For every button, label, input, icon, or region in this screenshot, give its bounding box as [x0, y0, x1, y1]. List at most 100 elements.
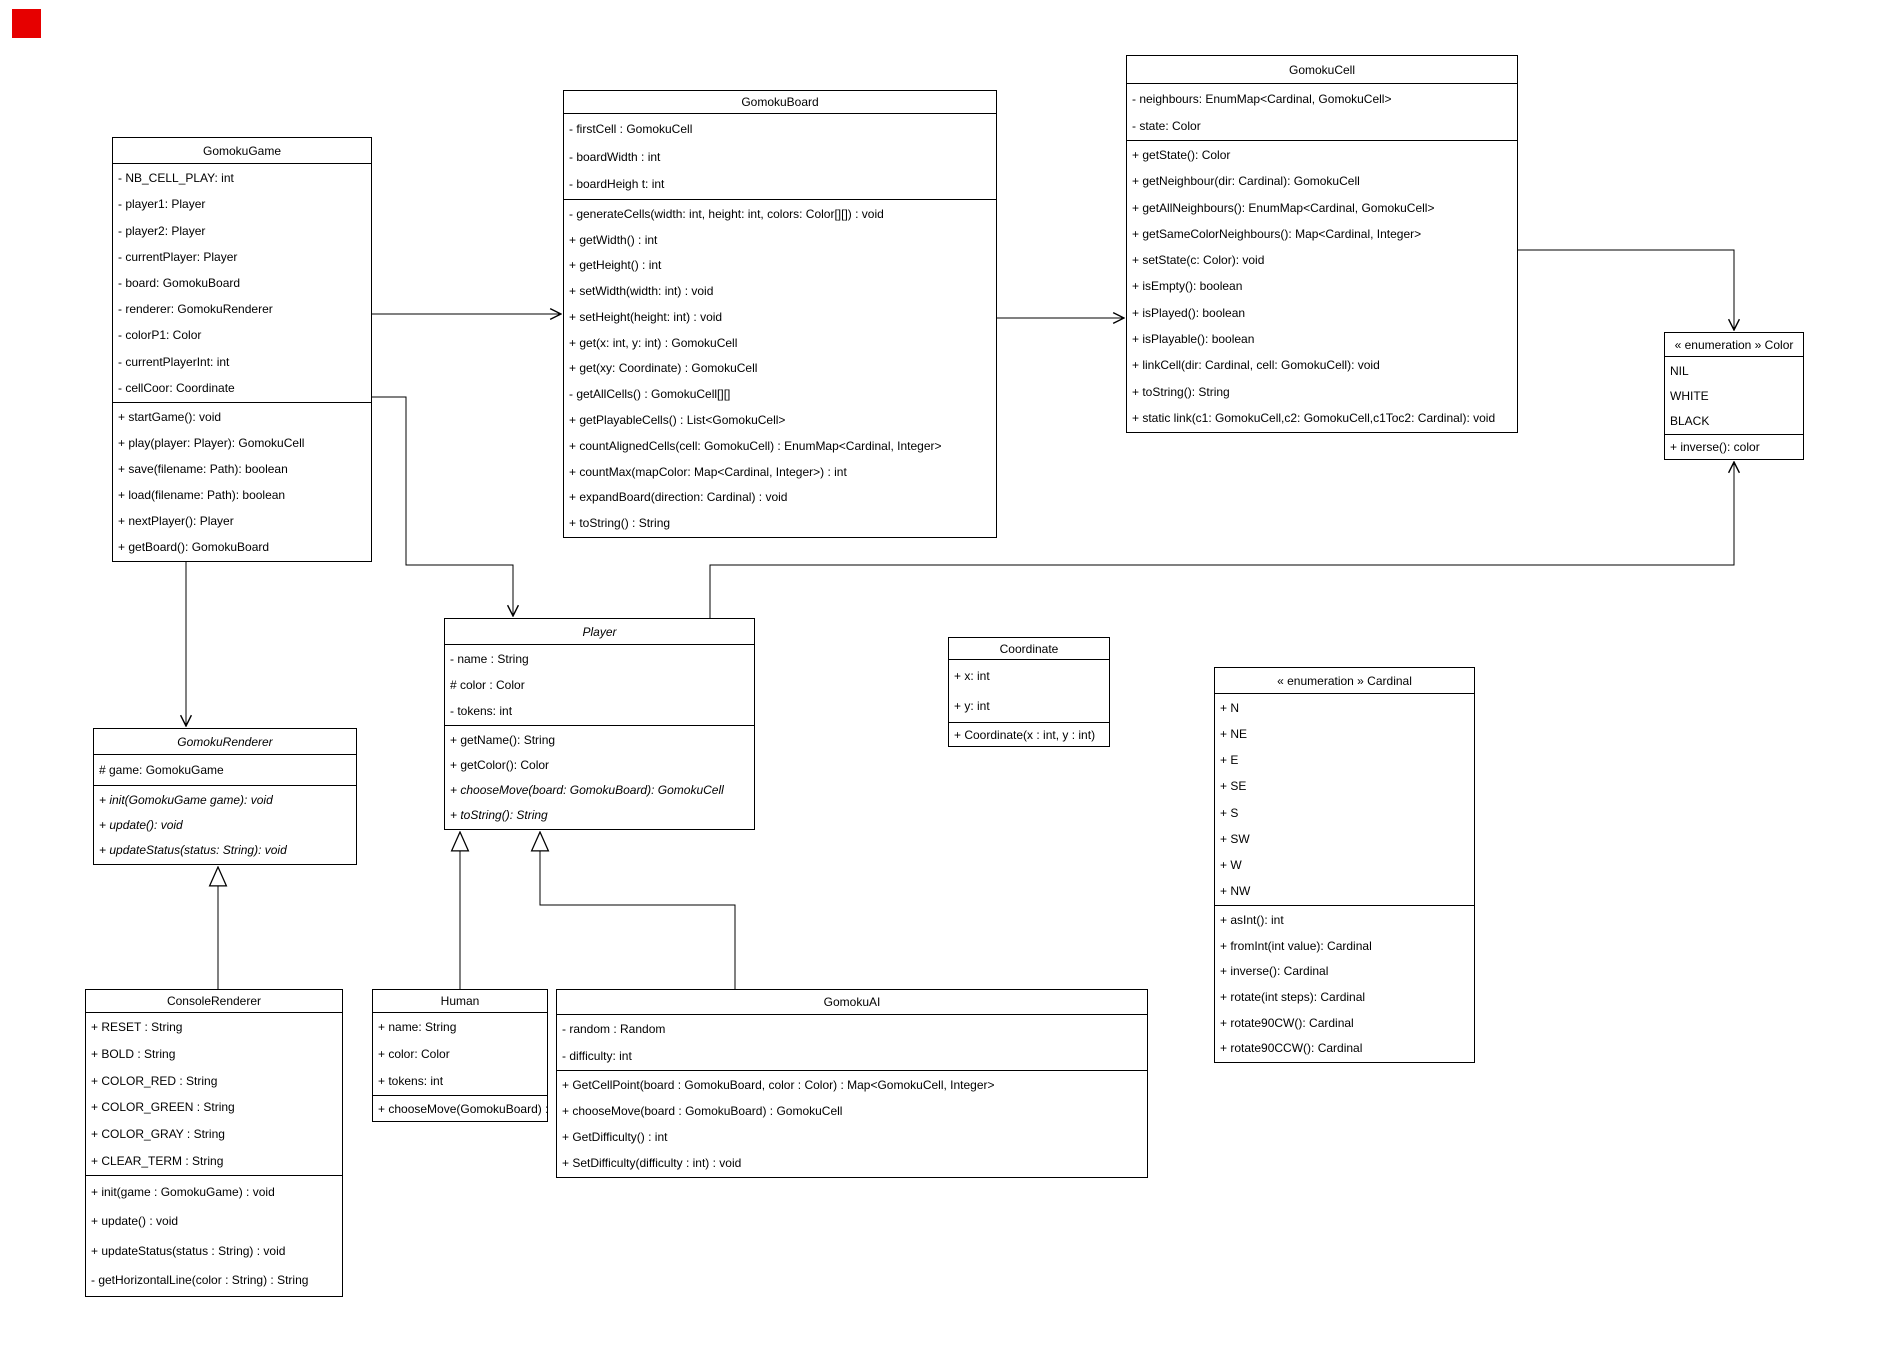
member-row: + SW	[1220, 831, 1250, 846]
class-title: Player	[445, 619, 754, 645]
member-row: + countMax(mapColor: Map<Cardinal, Integ…	[569, 464, 847, 479]
member-row: + isPlayable(): boolean	[1132, 331, 1255, 346]
member-row: # game: GomokuGame	[99, 763, 224, 777]
member-row: + get(xy: Coordinate) : GomokuCell	[569, 361, 758, 376]
member-row: - cellCoor: Coordinate	[118, 380, 235, 395]
member-row: + isPlayed(): boolean	[1132, 305, 1246, 320]
member-row: - firstCell : GomokuCell	[569, 121, 693, 136]
member-row: + GetCellPoint(board : GomokuBoard, colo…	[562, 1078, 995, 1092]
edge-cell-to-color	[1518, 249, 1734, 330]
class-title: Human	[373, 990, 547, 1013]
member-row: + startGame(): void	[118, 410, 222, 424]
member-row: + save(filename: Path): boolean	[118, 462, 288, 476]
member-row: + setWidth(width: int) : void	[569, 284, 714, 299]
member-row: + toString(): String	[450, 808, 548, 823]
member-row: - renderer: GomokuRenderer	[118, 302, 273, 317]
class-title: GomokuCell	[1127, 56, 1517, 84]
member-row: + init(GomokuGame game): void	[99, 792, 273, 807]
member-row: - state: Color	[1132, 118, 1201, 133]
class-gomoku-renderer[interactable]: GomokuRenderer # game: GomokuGame + init…	[93, 728, 357, 865]
member-row: + inverse(): Cardinal	[1220, 964, 1329, 979]
member-row: + getBoard(): GomokuBoard	[118, 540, 270, 554]
class-gomoku-board[interactable]: GomokuBoard - firstCell : GomokuCell- bo…	[563, 90, 997, 538]
member-row: + getWidth() : int	[569, 232, 658, 247]
member-row: + setState(c: Color): void	[1132, 253, 1265, 268]
methods-compartment: + Coordinate(x : int, y : int)	[949, 722, 1109, 746]
member-row: + chooseMove(GomokuBoard) : GomokuCell	[378, 1101, 547, 1116]
red-square-shape[interactable]	[12, 9, 41, 38]
enum-cardinal[interactable]: « enumeration » Cardinal + N+ NE+ E+ SE+…	[1214, 667, 1475, 1063]
class-gomoku-game[interactable]: GomokuGame - NB_CELL_PLAY: int- player1:…	[112, 137, 372, 562]
member-row: + asInt(): int	[1220, 912, 1284, 927]
member-row: + getState(): Color	[1132, 148, 1231, 163]
member-row: + play(player: Player): GomokuCell	[118, 436, 305, 450]
member-row: + updateStatus(status: String): void	[99, 843, 287, 858]
member-row: - generateCells(width: int, height: int,…	[569, 206, 884, 221]
attributes-compartment: + name: String+ color: Color+ tokens: in…	[373, 1013, 547, 1095]
attributes-compartment: - firstCell : GomokuCell- boardWidth : i…	[564, 114, 996, 199]
member-row: + SetDifficulty(difficulty : int) : void	[562, 1156, 742, 1170]
member-row: + rotate(int steps): Cardinal	[1220, 989, 1366, 1004]
class-player[interactable]: Player - name : String # color : Color - t…	[444, 618, 755, 830]
member-row: + getNeighbour(dir: Cardinal): GomokuCel…	[1132, 174, 1360, 189]
attributes-compartment: - neighbours: EnumMap<Cardinal, GomokuCe…	[1127, 84, 1517, 140]
class-console-renderer[interactable]: ConsoleRenderer + RESET : String + BOLD :…	[85, 989, 343, 1297]
member-row: - currentPlayer: Player	[118, 249, 238, 264]
methods-compartment: + init(GomokuGame game): void+ update():…	[94, 785, 356, 864]
member-row: + rotate90CCW(): Cardinal	[1220, 1041, 1363, 1056]
member-row: + COLOR_RED : String	[91, 1073, 218, 1088]
member-row: + getSameColorNeighbours(): Map<Cardinal…	[1132, 226, 1422, 241]
class-human[interactable]: Human + name: String+ color: Color+ toke…	[372, 989, 548, 1122]
class-gomoku-cell[interactable]: GomokuCell - neighbours: EnumMap<Cardina…	[1126, 55, 1518, 433]
attributes-compartment: + x: int+ y: int	[949, 660, 1109, 722]
class-title: Coordinate	[949, 638, 1109, 660]
member-row: + chooseMove(board : GomokuBoard) : Gomo…	[562, 1104, 843, 1118]
member-row: + x: int	[954, 669, 990, 683]
member-row: - random : Random	[562, 1022, 666, 1037]
member-row: - tokens: int	[450, 704, 513, 718]
attributes-compartment: + RESET : String + BOLD : String + COLOR_R…	[86, 1013, 342, 1175]
member-row: - board: GomokuBoard	[118, 275, 241, 290]
member-row: + NE	[1220, 727, 1248, 742]
class-gomoku-ai[interactable]: GomokuAI - random : Random- difficulty: …	[556, 989, 1148, 1178]
member-row: + BOLD : String	[91, 1047, 176, 1061]
member-row: + E	[1220, 753, 1239, 768]
member-row: + NW	[1220, 883, 1251, 898]
methods-compartment: + asInt(): int + fromInt(int value): Card…	[1215, 905, 1474, 1062]
member-row: - NB_CELL_PLAY: int	[118, 171, 234, 186]
enum-title: « enumeration » Color	[1665, 333, 1803, 357]
member-row: + CLEAR_TERM : String	[91, 1153, 224, 1168]
member-row: + getAllNeighbours(): EnumMap<Cardinal, …	[1132, 200, 1435, 215]
member-row: - getAllCells() : GomokuCell[][]	[569, 387, 731, 402]
member-row: + COLOR_GRAY : String	[91, 1127, 225, 1142]
class-title: ConsoleRenderer	[86, 990, 342, 1013]
member-row: + getHeight() : int	[569, 258, 662, 273]
member-row: - name : String	[450, 652, 529, 666]
member-row: + isEmpty(): boolean	[1132, 279, 1243, 294]
member-row: + fromInt(int value): Cardinal	[1220, 938, 1372, 953]
member-row: + linkCell(dir: Cardinal, cell: GomokuCe…	[1132, 358, 1380, 373]
member-row: + update() : void	[91, 1214, 179, 1229]
methods-compartment: + getName(): String+ getColor(): Color+ …	[445, 725, 754, 829]
attributes-compartment: - name : String # color : Color - tokens: …	[445, 645, 754, 725]
member-row: + getPlayableCells() : List<GomokuCell>	[569, 413, 786, 427]
enum-values-compartment: + N+ NE+ E+ SE+ S+ SW+ W+ NW	[1215, 694, 1474, 905]
class-title: GomokuBoard	[564, 91, 996, 114]
member-row: - colorP1: Color	[118, 328, 202, 343]
member-row: + init(game : GomokuGame) : void	[91, 1184, 275, 1199]
member-row: + rotate90CW(): Cardinal	[1220, 1015, 1354, 1030]
member-row: + getName(): String	[450, 732, 556, 747]
methods-compartment: - generateCells(width: int, height: int,…	[564, 199, 996, 537]
member-row: + Coordinate(x : int, y : int)	[954, 727, 1096, 742]
edge-gomokuai-extends-player	[540, 832, 736, 989]
member-row: - player2: Player	[118, 223, 206, 238]
class-coordinate[interactable]: Coordinate + x: int+ y: int + Coordinate…	[948, 637, 1110, 747]
member-row: BLACK	[1670, 413, 1710, 428]
class-title: GomokuAI	[557, 990, 1147, 1015]
member-row: # color : Color	[450, 678, 525, 692]
methods-compartment: + chooseMove(GomokuBoard) : GomokuCell	[373, 1095, 547, 1121]
member-row: + RESET : String	[91, 1020, 183, 1035]
